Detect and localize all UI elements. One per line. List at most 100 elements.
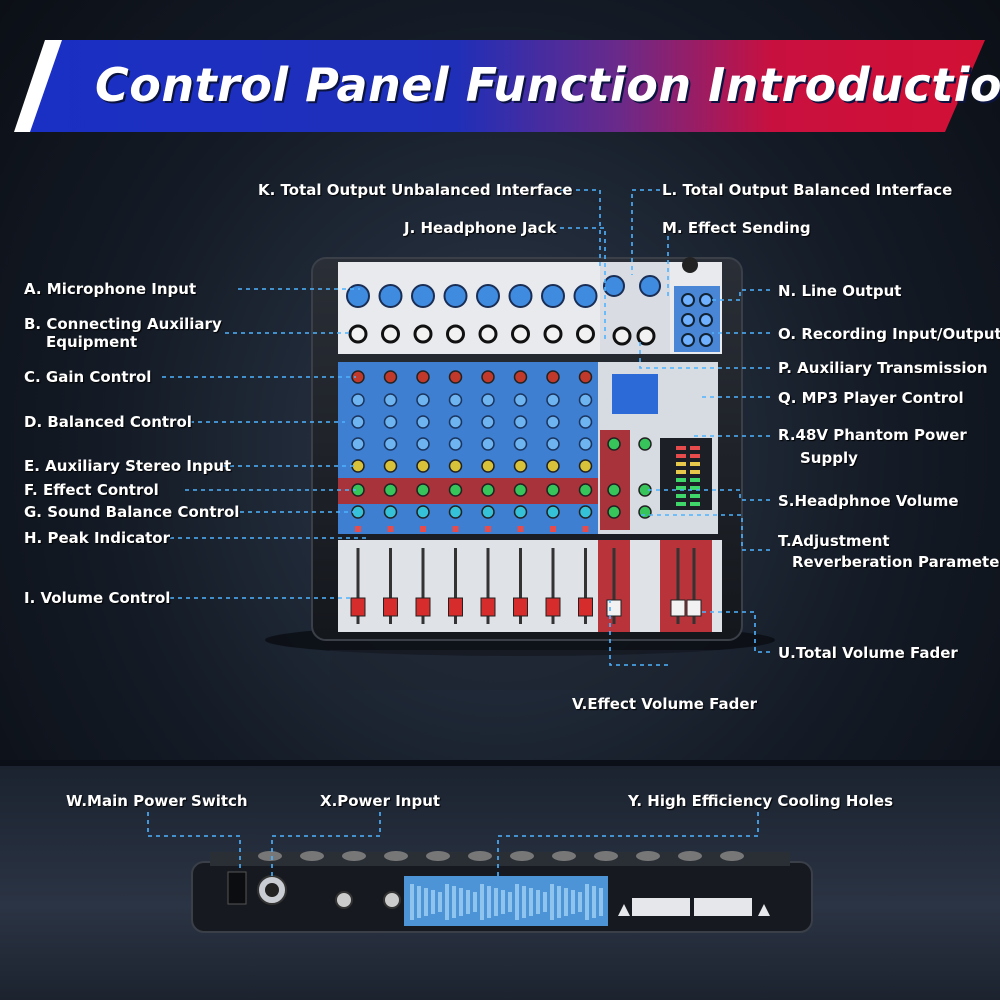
label-headphone-volume: S.Headphnoe Volume — [778, 492, 959, 510]
level-meter-led — [690, 486, 700, 490]
master-fader-icon — [606, 599, 622, 617]
level-meter-led — [690, 462, 700, 466]
peak-led-icon — [582, 526, 589, 532]
rear-knob-icon — [720, 851, 744, 861]
title-banner — [14, 40, 985, 132]
cooling-slot — [410, 884, 414, 920]
aux-knob-icon — [448, 459, 463, 473]
pan-knob-icon — [481, 505, 495, 519]
channel-fader-icon — [448, 597, 463, 617]
level-meter-led — [676, 478, 686, 482]
cooling-slot — [578, 892, 582, 912]
line-jack-icon — [348, 324, 368, 344]
peak-led-icon — [550, 526, 556, 532]
master-knob-icon — [607, 483, 621, 497]
label-effect-volume-fader: V.Effect Volume Fader — [572, 695, 757, 713]
channel-fader-icon — [480, 597, 496, 617]
eq-knob-icon — [481, 437, 495, 451]
eq-knob-icon — [546, 393, 560, 407]
cooling-slot — [445, 884, 449, 920]
effect-knob-icon — [513, 483, 528, 497]
fader-track — [551, 548, 555, 624]
label-volume-control: I. Volume Control — [24, 589, 171, 607]
rear-knob-icon — [258, 851, 282, 861]
pan-knob-icon — [448, 505, 463, 519]
label-power-input: X.Power Input — [320, 792, 441, 810]
eq-knob-icon — [578, 437, 593, 451]
cooling-slot — [543, 892, 547, 912]
eq-knob-icon — [513, 393, 528, 407]
effect-knob-icon — [578, 483, 593, 497]
eq-knob-icon — [578, 393, 593, 407]
label-aux-equipment-line1: B. Connecting Auxiliary — [24, 315, 222, 333]
cooling-slot — [564, 888, 568, 916]
level-meter-led — [676, 486, 686, 490]
cooling-slot — [515, 884, 519, 920]
label-aux-transmission: P. Auxiliary Transmission — [778, 359, 988, 377]
cooling-slot — [536, 890, 540, 914]
aux-knob-icon — [416, 459, 430, 473]
channel-fader-icon — [350, 597, 366, 617]
mixer-illustration — [162, 189, 775, 690]
master-fader-icon — [686, 599, 702, 617]
peak-led-icon — [485, 526, 491, 532]
eq-knob-icon — [416, 437, 430, 451]
eq-knob-icon — [383, 415, 398, 429]
rear-knob-icon — [342, 851, 366, 861]
gain-knob-icon — [546, 370, 560, 384]
cooling-slot — [466, 890, 470, 914]
master-knob-icon — [607, 505, 621, 519]
xlr-input-icon — [508, 284, 533, 308]
cooling-slot — [550, 884, 554, 920]
rear-knob-icon — [636, 851, 660, 861]
eq-knob-icon — [351, 415, 365, 429]
cooling-slot — [424, 888, 428, 916]
aux-knob-icon — [546, 459, 560, 473]
rear-knob-icon — [552, 851, 576, 861]
label-microphone-input: A. Microphone Input — [24, 280, 197, 298]
label-total-output-balanced: L. Total Output Balanced Interface — [662, 181, 953, 199]
aux-knob-icon — [481, 459, 495, 473]
channel-fader-icon — [415, 597, 431, 617]
xlr-input-icon — [443, 284, 468, 308]
rear-knob-icon — [468, 851, 492, 861]
label-headphone-jack: J. Headphone Jack — [404, 219, 557, 237]
label-main-power-switch: W.Main Power Switch — [66, 792, 248, 810]
fader-track — [389, 548, 392, 624]
line-jack-icon — [543, 324, 563, 344]
pan-knob-icon — [383, 505, 398, 519]
cooling-slot — [459, 888, 463, 916]
line-jack-icon — [413, 324, 433, 344]
eq-knob-icon — [448, 415, 463, 429]
label-sound-balance-control: G. Sound Balance Control — [24, 503, 240, 521]
line-jack-icon — [478, 324, 498, 344]
label-cooling-holes: Y. High Efficiency Cooling Holes — [628, 792, 894, 810]
master-knob-icon — [638, 437, 652, 451]
line-jack-icon — [511, 324, 530, 344]
eq-knob-icon — [416, 393, 430, 407]
level-meter-led — [690, 454, 700, 458]
eq-knob-icon — [383, 437, 398, 451]
eq-knob-icon — [448, 437, 463, 451]
fader-track — [454, 548, 457, 624]
xlr-input-icon — [541, 284, 565, 308]
xlr-input-icon — [346, 284, 370, 308]
label-balanced-control: D. Balanced Control — [24, 413, 192, 431]
peak-led-icon — [517, 526, 524, 532]
label-phantom-power-line1: R.48V Phantom Power — [778, 426, 967, 444]
eq-knob-icon — [546, 437, 560, 451]
fader-track — [486, 548, 490, 624]
cooling-slot — [452, 886, 456, 918]
master-knob-icon — [638, 505, 652, 519]
channel-fader-icon — [545, 597, 561, 617]
effect-knob-icon — [546, 483, 560, 497]
level-meter-led — [690, 470, 700, 474]
label-gain-control: C. Gain Control — [24, 368, 152, 386]
cooling-slot — [557, 886, 561, 918]
pan-knob-icon — [416, 505, 430, 519]
cooling-slot — [585, 884, 589, 920]
label-reverb-line2: Reverberation Parameters — [792, 553, 1000, 571]
xlr-input-icon — [476, 284, 500, 308]
label-effect-sending: M. Effect Sending — [662, 219, 811, 237]
rear-knob-icon — [384, 851, 408, 861]
